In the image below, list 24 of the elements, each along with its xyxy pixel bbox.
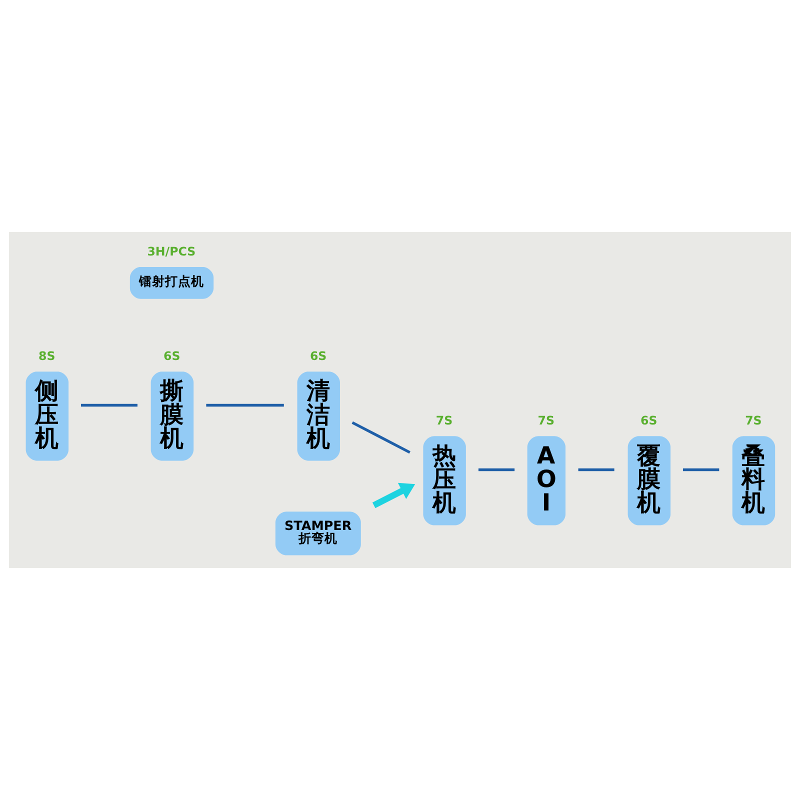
arrow (372, 482, 416, 508)
node-label: 6S (640, 414, 658, 428)
node-box: 覆膜机 (628, 436, 671, 526)
node-box: AOI (527, 436, 566, 526)
connector (682, 468, 720, 472)
node-box: 撕膜机 (150, 372, 194, 461)
node-label: 6S (164, 349, 180, 364)
node-label: 8S (38, 349, 56, 364)
connector (478, 468, 515, 472)
connector (80, 404, 138, 407)
connector (578, 468, 614, 472)
node-box: STAMPER 折弯机 (275, 512, 361, 556)
node-label: 3H/PCS (147, 244, 196, 259)
connector (206, 404, 284, 407)
connector (352, 421, 410, 454)
node-label: 7S (436, 414, 453, 428)
node-box: 叠料机 (732, 436, 776, 526)
node-box: 镭射打点机 (130, 267, 214, 299)
node-label: 6S (310, 349, 327, 364)
node-label: 7S (745, 414, 762, 428)
node-box: 清洁机 (297, 372, 340, 461)
node-box: 侧压机 (26, 372, 69, 461)
node-box: 热压机 (423, 436, 466, 526)
node-label: 7S (538, 414, 554, 428)
